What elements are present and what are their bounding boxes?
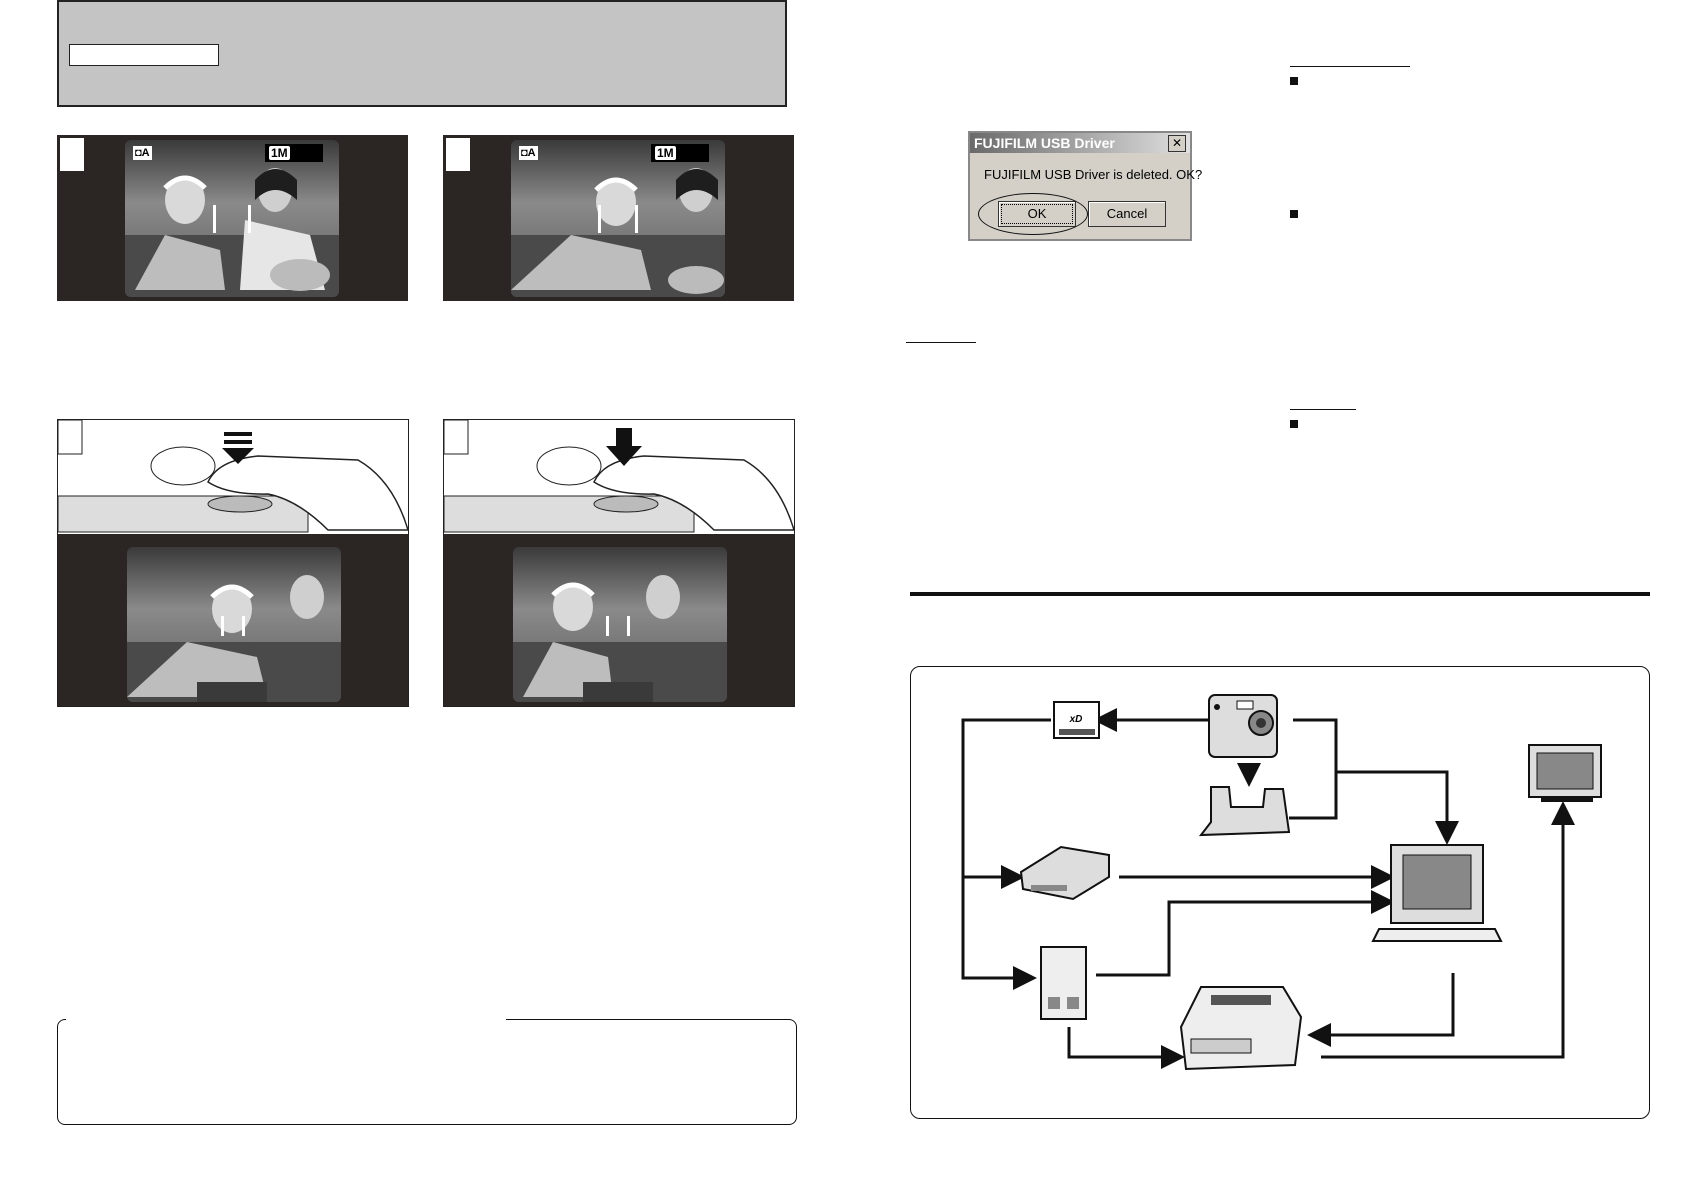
dialog-message: FUJIFILM USB Driver is deleted. OK? [984, 167, 1203, 182]
photo-two-women-icon [125, 140, 339, 297]
lcd-photo-panel-1: ◘A 1M [57, 135, 408, 301]
finger-pressing-shutter-icon [58, 420, 408, 542]
note-box-heading-gap [66, 1010, 506, 1028]
image-size-indicator: 1M [265, 144, 323, 162]
lcd-area [58, 542, 408, 706]
note-box [57, 1019, 797, 1125]
section-divider [910, 592, 1650, 596]
bullet-square-icon [1290, 77, 1298, 85]
af-frame-bracket [598, 205, 638, 233]
camera-auto-mode-icon: ◘A [133, 146, 152, 160]
image-size-indicator: 1M [651, 144, 709, 162]
card-reader-icon [1019, 845, 1110, 901]
shutter-halfpress-panel [57, 419, 409, 707]
ok-highlight-ring [978, 193, 1088, 235]
shutter-fullpress-panel [443, 419, 795, 707]
lcd-screen [127, 547, 341, 702]
step-marker [446, 138, 470, 171]
heading-underline [1290, 409, 1356, 410]
af-frame-bracket [221, 616, 245, 636]
lcd-screen: ◘A 1M [511, 140, 725, 297]
pc-monitor-icon [1371, 844, 1503, 942]
camera-auto-mode-icon: ◘A [519, 146, 538, 160]
usb-driver-dialog: FUJIFILM USB Driver ✕ FUJIFILM USB Drive… [968, 131, 1202, 241]
photo-two-women-icon [127, 547, 341, 702]
bullet-square-icon [1290, 210, 1298, 218]
lcd-area [444, 542, 794, 706]
heading-underline [1290, 66, 1410, 67]
cancel-button[interactable]: Cancel [1088, 201, 1166, 227]
pc-card-adapter-icon [1040, 946, 1087, 1020]
svg-text:xD: xD [1069, 714, 1083, 725]
connection-diagram: xD [910, 666, 1650, 1119]
af-frame-bracket [213, 205, 251, 233]
cradle-icon [1198, 786, 1291, 837]
section-tab [69, 44, 219, 66]
close-icon[interactable]: ✕ [1168, 135, 1186, 152]
dialog-title: FUJIFILM USB Driver [970, 133, 1190, 153]
lcd-screen: ◘A 1M [125, 140, 339, 297]
xd-card-icon: xD [1053, 701, 1100, 739]
photo-two-women-icon [511, 140, 725, 297]
heading-underline [906, 342, 976, 343]
photo-two-women-icon [513, 547, 727, 702]
tv-icon [1528, 744, 1602, 802]
connection-diagram-drawing: xD [961, 694, 1602, 1071]
finger-pressing-shutter-icon [444, 420, 794, 542]
lcd-photo-panel-2: ◘A 1M [443, 135, 794, 301]
bullet-square-icon [1290, 420, 1298, 428]
printer-icon [1179, 986, 1303, 1071]
step-marker [60, 138, 84, 171]
af-frame-bracket [606, 616, 630, 636]
lcd-screen [513, 547, 727, 702]
camera-icon [1208, 694, 1278, 758]
